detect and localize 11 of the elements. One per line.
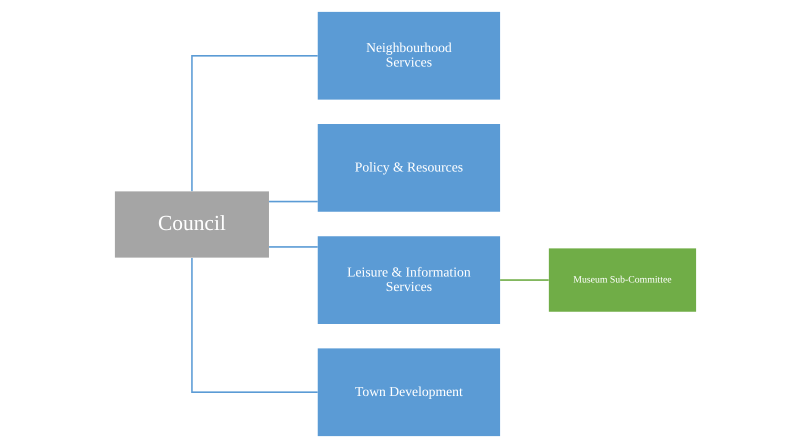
connector	[269, 200, 318, 202]
node-box: Council	[114, 191, 269, 258]
node-box: Policy & Resources	[318, 124, 500, 212]
node-box: Museum Sub-Committee	[548, 248, 696, 312]
connector	[500, 279, 549, 281]
connector	[191, 258, 318, 393]
connector	[269, 246, 318, 248]
node-box: Leisure & Information Services	[318, 236, 500, 324]
node-box: Neighbourhood Services	[318, 12, 500, 100]
node-box: Town Development	[318, 348, 500, 436]
connector	[191, 55, 318, 192]
